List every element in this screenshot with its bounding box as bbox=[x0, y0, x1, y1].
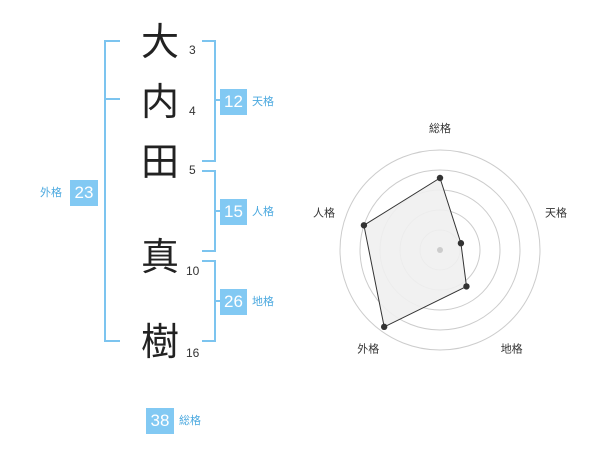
radar-point-1 bbox=[436, 174, 444, 182]
gaikaku-label: 外格 bbox=[40, 186, 62, 199]
stroke-count-5: 16 bbox=[186, 346, 200, 360]
stroke-count-3: 5 bbox=[189, 163, 196, 177]
radar-point-5 bbox=[360, 222, 368, 229]
radar-axis-label-1: 総格 bbox=[429, 121, 451, 135]
soukaku-value-badge: 38 bbox=[146, 408, 174, 434]
name-char-4: 真 bbox=[140, 235, 179, 279]
stroke-count-2: 4 bbox=[189, 104, 196, 118]
name-char-3: 田 bbox=[140, 140, 179, 184]
chikaku-label: 地格 bbox=[252, 295, 274, 308]
radar-axis-label-2: 天格 bbox=[545, 205, 567, 219]
name-char-1: 大 bbox=[140, 20, 179, 64]
chikaku-bracket-tick bbox=[214, 300, 222, 302]
jinkaku-value-badge: 15 bbox=[220, 199, 247, 225]
tenkaku-bracket bbox=[202, 40, 216, 162]
tenkaku-value-badge: 12 bbox=[220, 89, 247, 115]
radar-ring-4 bbox=[359, 169, 521, 331]
radar-axis-label-3: 地格 bbox=[501, 342, 523, 356]
chikaku-value-badge: 26 bbox=[220, 289, 247, 315]
name-char-2: 内 bbox=[140, 80, 179, 124]
soukaku-label: 総格 bbox=[179, 414, 201, 427]
radar-axis-label-4: 外格 bbox=[357, 342, 379, 356]
radar-point-2 bbox=[457, 240, 465, 247]
radar-ring-5 bbox=[339, 149, 541, 351]
tenkaku-bracket-tick bbox=[214, 99, 222, 101]
radar-center-point bbox=[437, 247, 443, 253]
stroke-count-1: 3 bbox=[189, 43, 196, 57]
radar-point-4 bbox=[380, 323, 388, 331]
name-char-5: 樹 bbox=[140, 320, 179, 364]
gaikaku-bracket-tick bbox=[104, 98, 120, 100]
radar-area bbox=[363, 177, 468, 328]
gaikaku-bracket bbox=[104, 40, 120, 342]
stroke-count-4: 10 bbox=[186, 264, 200, 278]
radar-point-3 bbox=[463, 283, 470, 290]
jinkaku-label: 人格 bbox=[252, 205, 274, 218]
tenkaku-label: 天格 bbox=[252, 95, 274, 108]
gaikaku-value-badge: 23 bbox=[70, 180, 98, 206]
jinkaku-bracket-tick bbox=[214, 210, 222, 212]
radar-axis-label-5: 人格 bbox=[313, 205, 335, 219]
